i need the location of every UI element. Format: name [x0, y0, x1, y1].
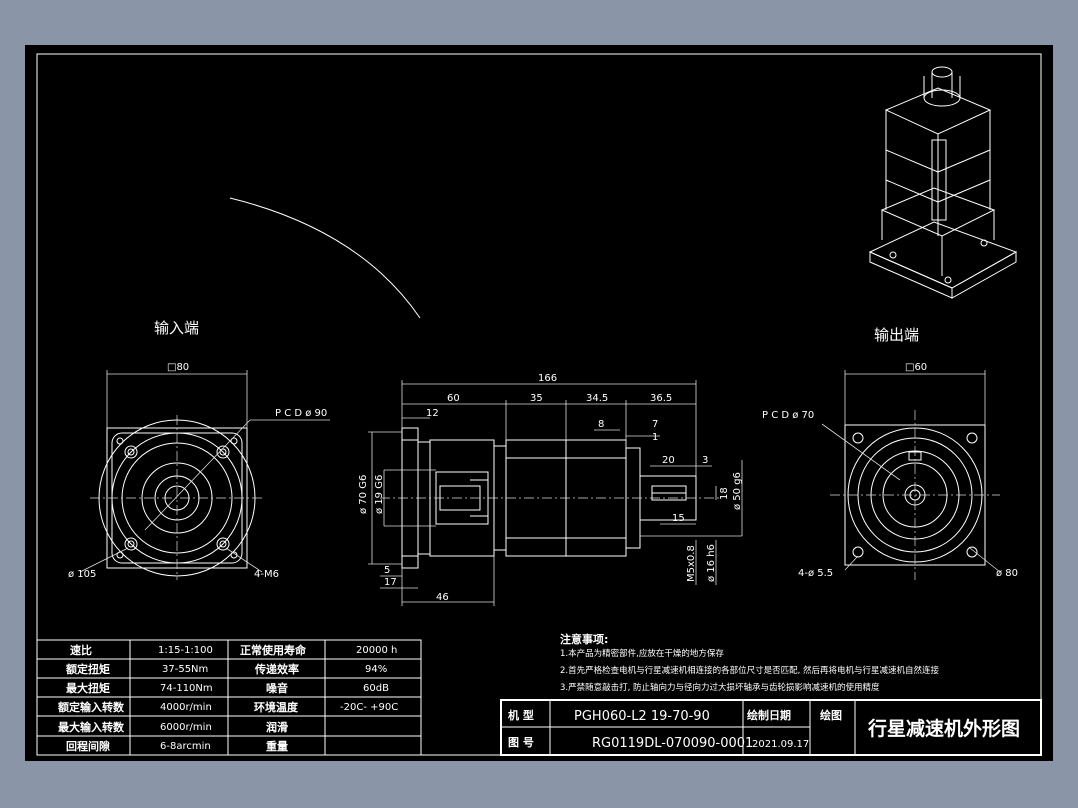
spec-cell: 环境温度 — [254, 700, 299, 714]
spec-cell: 传递效率 — [254, 662, 299, 676]
title-block — [500, 699, 1042, 756]
drawing-number-label: 图 号 — [508, 736, 534, 749]
spec-cell: -20C- +90C — [340, 702, 398, 713]
input-holes-dim: 4-M6 — [254, 569, 279, 580]
input-end-view: 输入端 — [79, 319, 330, 580]
spec-cell: 20000 h — [356, 645, 397, 656]
input-dia-dim: ø 105 — [68, 569, 96, 580]
dim-dia70: ø 70 G6 — [358, 475, 369, 514]
dim-8: 8 — [598, 419, 604, 430]
dim-dia50: ø 50 g6 — [732, 472, 743, 510]
spec-table-text: 速比 1:15-1:100 正常使用寿命 20000 h 额定扭矩 37-55N… — [58, 643, 398, 753]
model-value: PGH060-L2 19-70-90 — [574, 709, 710, 724]
spec-cell: 4000r/min — [160, 702, 212, 713]
output-pcd-dim: P C D ø 70 — [762, 410, 814, 421]
input-square-dim: □80 — [167, 362, 189, 373]
model-label: 机 型 — [508, 708, 534, 722]
dim-36-5: 36.5 — [650, 393, 672, 404]
dim-20: 20 — [662, 455, 675, 466]
spec-cell: 94% — [365, 664, 387, 675]
dim-15: 15 — [672, 513, 685, 524]
notes-line-2: 2.首先严格检查电机与行星减速机相连接的各部位尺寸是否匹配, 然后再将电机与行星… — [560, 665, 940, 676]
spec-cell: 6000r/min — [160, 722, 212, 733]
spec-cell: 74-110Nm — [160, 683, 213, 694]
dim-m5: M5x0.8 — [686, 545, 697, 582]
notes-block: 注意事项: 1.本产品为精密部件,应放在干燥的地方保存 2.首先严格检查电机与行… — [560, 632, 940, 693]
spec-cell: 额定扭矩 — [66, 662, 110, 676]
dim-12: 12 — [426, 408, 439, 419]
dim-35: 35 — [530, 393, 543, 404]
spec-cell: 回程间隙 — [66, 739, 110, 753]
spec-cell: 正常使用寿命 — [240, 643, 307, 657]
isometric-view — [868, 66, 1018, 299]
spec-cell: 最大输入转数 — [58, 720, 125, 734]
dim-5: 5 — [384, 565, 390, 576]
dim-60: 60 — [447, 393, 460, 404]
decorative-arc — [229, 197, 421, 319]
dim-34-5: 34.5 — [586, 393, 608, 404]
dim-3: 3 — [702, 455, 708, 466]
notes-line-3: 3.严禁随意敲击打, 防止轴向力与径向力过大损坏轴承与齿轮损影响减速机的使用精度 — [560, 682, 880, 693]
dim-dia16: ø 16 h6 — [706, 544, 717, 582]
spec-cell: 额定输入转数 — [58, 700, 125, 714]
input-pcd-dim: P C D ø 90 — [275, 408, 327, 419]
notes-title: 注意事项: — [560, 632, 608, 646]
input-end-label: 输入端 — [154, 319, 199, 337]
spec-cell: 60dB — [363, 683, 389, 694]
drawing-sheet — [25, 45, 1053, 761]
output-end-label: 输出端 — [874, 326, 919, 344]
spec-cell: 6-8arcmin — [160, 741, 211, 752]
dim-dia19: ø 19 G6 — [374, 475, 385, 514]
side-section-view — [368, 380, 743, 606]
spec-cell: 噪音 — [266, 681, 288, 695]
output-square-dim: □60 — [905, 362, 927, 373]
spec-cell: 37-55Nm — [162, 664, 208, 675]
dim-46: 46 — [436, 592, 449, 603]
spec-cell: 速比 — [70, 643, 92, 657]
spec-cell: 润滑 — [266, 720, 288, 734]
dim-18: 18 — [719, 487, 730, 500]
spec-table — [36, 639, 422, 756]
output-holes-dim: 4-ø 5.5 — [798, 568, 833, 579]
drawing-number-value: RG0119DL-070090-0001 — [592, 736, 753, 751]
output-end-view: 输出端 — [821, 326, 1001, 580]
spec-cell: 重量 — [266, 739, 288, 753]
date-label: 绘制日期 — [747, 708, 791, 722]
dim-1: 1 — [652, 432, 658, 443]
dim-17: 17 — [384, 577, 397, 588]
notes-line-1: 1.本产品为精密部件,应放在干燥的地方保存 — [560, 648, 724, 659]
output-dia-dim: ø 80 — [996, 568, 1018, 579]
draw-label: 绘图 — [820, 708, 842, 722]
spec-cell: 1:15-1:100 — [158, 645, 213, 656]
spec-cell: 最大扭矩 — [66, 681, 110, 695]
dim-7: 7 — [652, 419, 658, 430]
dim-total-166: 166 — [538, 373, 557, 384]
date-value: 2021.09.17 — [752, 739, 809, 750]
drawing-title: 行星减速机外形图 — [867, 717, 1020, 740]
